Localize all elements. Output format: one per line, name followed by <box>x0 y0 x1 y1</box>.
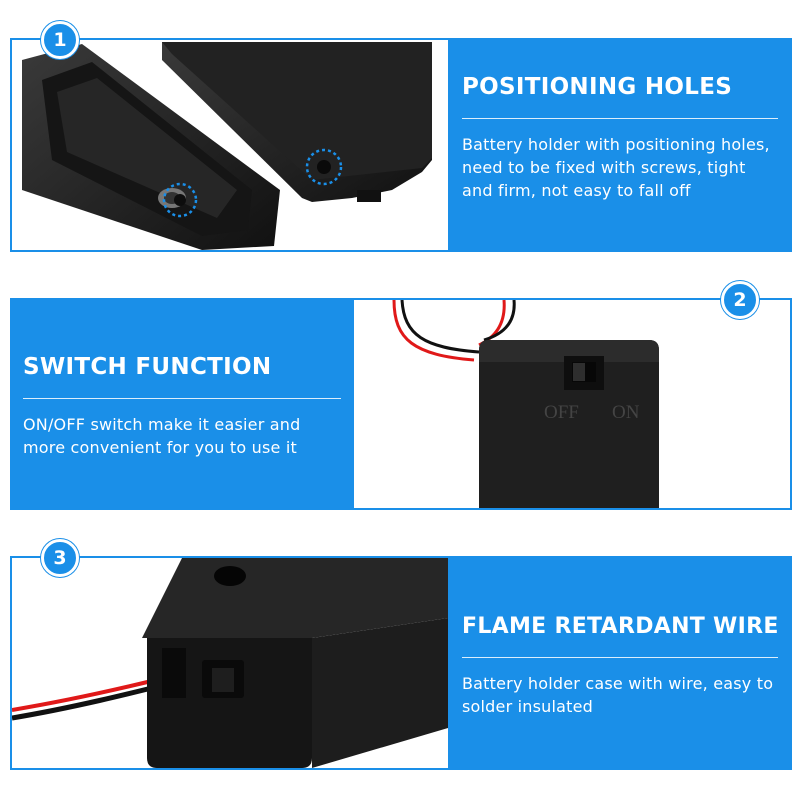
step-badge-3: 3 <box>41 539 79 577</box>
switch-off-label: OFF <box>544 402 579 423</box>
switch-on-label: ON <box>612 402 640 423</box>
positioning-hole-marker-2 <box>305 148 343 186</box>
battery-holder-wire-illustration <box>12 558 448 768</box>
battery-holder-open-photo <box>10 38 450 252</box>
section-title: SWITCH FUNCTION <box>23 354 272 380</box>
battery-holder-wire-photo <box>10 556 450 770</box>
battery-holder-switch-illustration: OFF ON <box>392 300 659 508</box>
switch-function-panel: SWITCH FUNCTION ON/OFF switch make it ea… <box>10 298 355 510</box>
section-title: POSITIONING HOLES <box>462 74 733 100</box>
divider <box>462 118 778 119</box>
positioning-holes-panel: POSITIONING HOLES Battery holder with po… <box>448 38 792 252</box>
battery-holder-open-illustration <box>22 42 432 250</box>
section-description: Battery holder case with wire, easy to s… <box>462 674 774 716</box>
section-title: FLAME RETARDANT WIRE <box>462 614 779 639</box>
section-description: Battery holder with positioning holes, n… <box>462 135 770 200</box>
step-badge-2: 2 <box>721 281 759 319</box>
step-badge-1: 1 <box>41 21 79 59</box>
divider <box>462 657 778 658</box>
flame-retardant-wire-panel: FLAME RETARDANT WIRE Battery holder case… <box>448 556 792 770</box>
section-description: ON/OFF switch make it easier and more co… <box>23 415 301 457</box>
positioning-hole-marker-1 <box>162 182 198 218</box>
divider <box>23 398 341 399</box>
battery-holder-switch-photo: OFF ON <box>352 298 792 510</box>
